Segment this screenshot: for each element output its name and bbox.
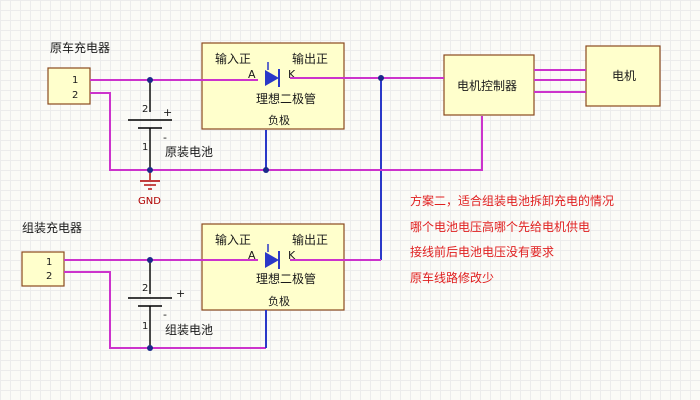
motor: 电机 — [585, 45, 661, 107]
top-connector-pin-1: 1 — [72, 75, 78, 86]
bottom-diode-output-label: 输出正 — [292, 232, 328, 247]
top-diode-box — [201, 42, 345, 130]
top-diode-input-label: 输入正 — [215, 51, 251, 66]
gnd-label: GND — [138, 196, 161, 207]
top-battery-label: 原装电池 — [165, 145, 213, 159]
notes-block: 方案二，适合组装电池拆卸充电的情况 哪个电池电压高哪个先给电机供电 接线前后电池… — [410, 193, 614, 285]
bottom-ideal-diode: 输入正 输出正 A K 理想二极管 负极 — [201, 223, 345, 311]
bottom-diode-input-label: 输入正 — [215, 232, 251, 247]
junctions — [147, 75, 384, 351]
top-battery-plus: + — [163, 106, 172, 119]
bottom-connector-pin-1: 1 — [46, 257, 52, 268]
note-line-3: 接线前后电池电压没有要求 — [410, 244, 554, 259]
bottom-battery-pin-1: 1 — [142, 321, 148, 332]
top-diode-symbol — [265, 70, 279, 86]
gnd-symbol: GND — [138, 170, 161, 207]
bottom-battery-pin-2: 2 — [142, 283, 148, 294]
top-connector-pin-2: 2 — [72, 90, 78, 101]
motor-controller: 电机控制器 — [443, 54, 535, 116]
top-diode-output-label: 输出正 — [292, 51, 328, 66]
bottom-diode-cathode: K — [288, 249, 296, 262]
note-line-2: 哪个电池电压高哪个先给电机供电 — [410, 219, 590, 234]
top-charger-label: 原车充电器 — [50, 40, 110, 55]
bottom-charger-connector — [21, 251, 65, 287]
top-battery-minus: - — [163, 131, 167, 144]
wiring — [64, 69, 586, 349]
top-diode-anode: A — [248, 68, 256, 81]
bottom-battery: 2 1 + - 组装电池 — [128, 262, 213, 348]
top-charger-connector — [47, 67, 91, 105]
top-diode-name: 理想二极管 — [256, 91, 316, 106]
motor-label: 电机 — [612, 69, 636, 83]
top-battery-pin-1: 1 — [142, 142, 148, 153]
bottom-battery-label: 组装电池 — [165, 323, 213, 337]
bottom-charger-label: 组装充电器 — [22, 220, 82, 235]
bottom-diode-anode: A — [248, 249, 256, 262]
bottom-connector-pin-2: 2 — [46, 271, 52, 282]
note-line-1: 方案二，适合组装电池拆卸充电的情况 — [410, 193, 614, 208]
note-line-4: 原车线路修改少 — [410, 270, 494, 285]
bottom-diode-negative: 负极 — [268, 294, 290, 308]
bottom-battery-minus: - — [163, 308, 167, 321]
top-ideal-diode: 输入正 输出正 A K 理想二极管 负极 — [201, 42, 345, 130]
top-charger: 原车充电器 1 2 — [47, 40, 110, 105]
bottom-charger: 组装充电器 1 2 — [21, 220, 82, 287]
top-battery: 2 1 + - 原装电池 — [128, 80, 213, 168]
bottom-diode-box — [201, 223, 345, 311]
controller-label: 电机控制器 — [457, 79, 517, 93]
top-diode-cathode: K — [288, 68, 296, 81]
bottom-diode-symbol — [265, 252, 279, 268]
top-diode-negative: 负极 — [268, 113, 290, 127]
bottom-diode-name: 理想二极管 — [256, 271, 316, 286]
top-battery-pin-2: 2 — [142, 104, 148, 115]
bottom-battery-plus: + — [176, 287, 185, 300]
